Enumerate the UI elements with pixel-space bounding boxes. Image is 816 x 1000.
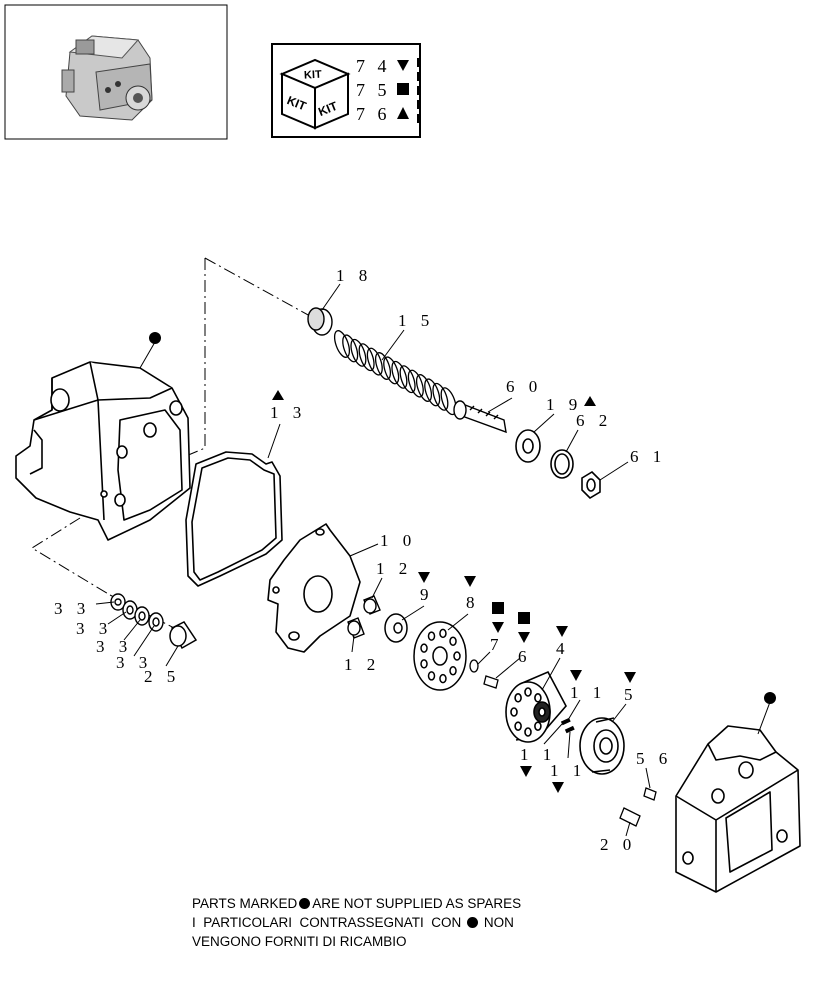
kit-code-74: 7 4	[356, 56, 391, 76]
shim-part-33d	[148, 612, 164, 632]
kit-row-75: 7 5	[356, 80, 409, 100]
pin-part-6	[483, 675, 499, 689]
footnote-line-2-post: NON	[483, 915, 514, 930]
callout-33c: 3 3	[96, 637, 132, 656]
thumbnail-panel[interactable]	[4, 4, 228, 140]
callout-25: 2 5	[144, 667, 180, 686]
footnote-line-3-text: VENGONO FORNITI DI RICAMBIO	[192, 934, 407, 949]
down-triangle-icon	[520, 766, 532, 777]
callout-62: 6 2	[576, 411, 612, 430]
callout-12b: 1 2	[344, 655, 380, 674]
down-triangle-icon	[492, 622, 504, 633]
not-supplied-dot-icon	[299, 898, 311, 909]
right-pump-housing	[675, 725, 801, 893]
pump-thumbnail-image	[61, 35, 153, 121]
dowel-part-56	[643, 787, 657, 801]
rotor-part-4	[505, 670, 567, 743]
kit-badge-top: KIT	[304, 69, 323, 82]
spring-part-15	[333, 330, 457, 416]
kit-code-75: 7 5	[356, 80, 391, 100]
dowel-part-20	[619, 807, 641, 827]
down-triangle-icon	[418, 572, 430, 583]
kit-badge-right: KIT	[316, 99, 340, 119]
down-triangle-icon	[624, 672, 636, 683]
callout-33a: 3 3	[54, 599, 90, 618]
port-plate-part-8	[413, 621, 467, 691]
callout-4: 4	[556, 639, 570, 658]
washer-part-19	[515, 429, 541, 463]
callout-9: 9	[420, 585, 434, 604]
callout-56: 5 6	[636, 749, 672, 768]
callout-15: 1 5	[398, 311, 434, 330]
callout-11a: 1 1	[570, 683, 606, 702]
shim-part-33b	[122, 600, 138, 620]
callout-7: 7	[490, 635, 504, 654]
footnote-line-2-pre: I PARTICOLARI CONTRASSEGNATI CON	[192, 915, 462, 930]
footnote-line-1-pre: PARTS MARKED	[192, 896, 298, 911]
plate-part-10	[267, 523, 361, 653]
nut-part-61	[581, 470, 601, 500]
kit-badge-left: KIT	[285, 93, 309, 113]
down-triangle-icon	[464, 576, 476, 587]
down-triangle-icon	[518, 632, 530, 643]
square-icon	[397, 83, 409, 95]
callout-18: 1 8	[336, 266, 372, 285]
end-disc-part-5	[579, 717, 625, 775]
up-triangle-icon	[397, 107, 409, 119]
callout-20: 2 0	[600, 835, 636, 854]
down-triangle-icon	[552, 782, 564, 793]
cap-part-25	[169, 621, 198, 650]
kit-row-74: 7 4	[356, 56, 409, 76]
footnote-line-2: I PARTICOLARI CONTRASSEGNATI CON NON	[192, 913, 514, 932]
plug-part-18	[307, 307, 333, 336]
pin-part-7	[469, 659, 479, 673]
callout-8: 8	[466, 593, 480, 612]
kit-code-76: 7 6	[356, 104, 391, 124]
leader-housing-right	[757, 701, 771, 735]
kit-row-76: 7 6	[356, 104, 409, 124]
callout-60: 6 0	[506, 377, 542, 396]
shim-part-33c	[134, 606, 150, 626]
callout-13: 1 3	[270, 403, 306, 422]
callout-5: 5	[624, 685, 638, 704]
kit-markers	[272, 390, 636, 793]
shim-part-33a	[110, 593, 126, 611]
left-pump-housing	[15, 361, 191, 541]
up-triangle-icon	[272, 390, 284, 400]
callout-leader-lines	[95, 283, 651, 837]
not-supplied-dot-icon	[149, 332, 161, 344]
callout-33d: 3 3	[116, 653, 152, 672]
callout-11b: 1 1	[520, 745, 556, 764]
valve-stem-part-60	[453, 400, 507, 434]
down-triangle-icon	[397, 60, 409, 71]
footnote-line-1-post: ARE NOT SUPPLIED AS SPARES	[312, 896, 522, 911]
callout-33b: 3 3	[76, 619, 112, 638]
pin-part-11	[560, 717, 575, 734]
bushing-part-12b	[347, 617, 365, 639]
kit-cube-icon: KIT KIT KIT	[279, 58, 351, 130]
not-supplied-dot-icon	[467, 917, 479, 928]
callout-19: 1 9	[546, 395, 582, 414]
callout-10: 1 0	[380, 531, 416, 550]
leader-housing-left	[139, 341, 156, 369]
seal-ring-part-62	[550, 449, 574, 479]
callout-11c: 1 1	[550, 761, 586, 780]
down-triangle-icon	[556, 626, 568, 637]
bushing-part-12a	[363, 595, 381, 615]
callout-12a: 1 2	[376, 559, 412, 578]
kit-legend-box: KIT KIT KIT 7 4 7 5 7 6	[271, 43, 421, 138]
footnote-line-3: VENGONO FORNITI DI RICAMBIO	[192, 932, 407, 951]
callout-61: 6 1	[630, 447, 666, 466]
not-supplied-dot-icon	[764, 692, 776, 704]
callout-6: 6	[518, 647, 532, 666]
square-icon	[518, 612, 530, 624]
up-triangle-icon	[584, 396, 596, 406]
footnote-line-1: PARTS MARKED ARE NOT SUPPLIED AS SPARES	[192, 894, 521, 913]
square-icon	[492, 602, 504, 614]
washer-part-9	[384, 613, 408, 643]
down-triangle-icon	[570, 670, 582, 681]
callout-labels: 1 8 1 5 1 3 6 0 1 9 6 2 6 1 1 0 1 2 1 2 …	[54, 266, 672, 854]
gasket-part-13	[185, 451, 283, 587]
